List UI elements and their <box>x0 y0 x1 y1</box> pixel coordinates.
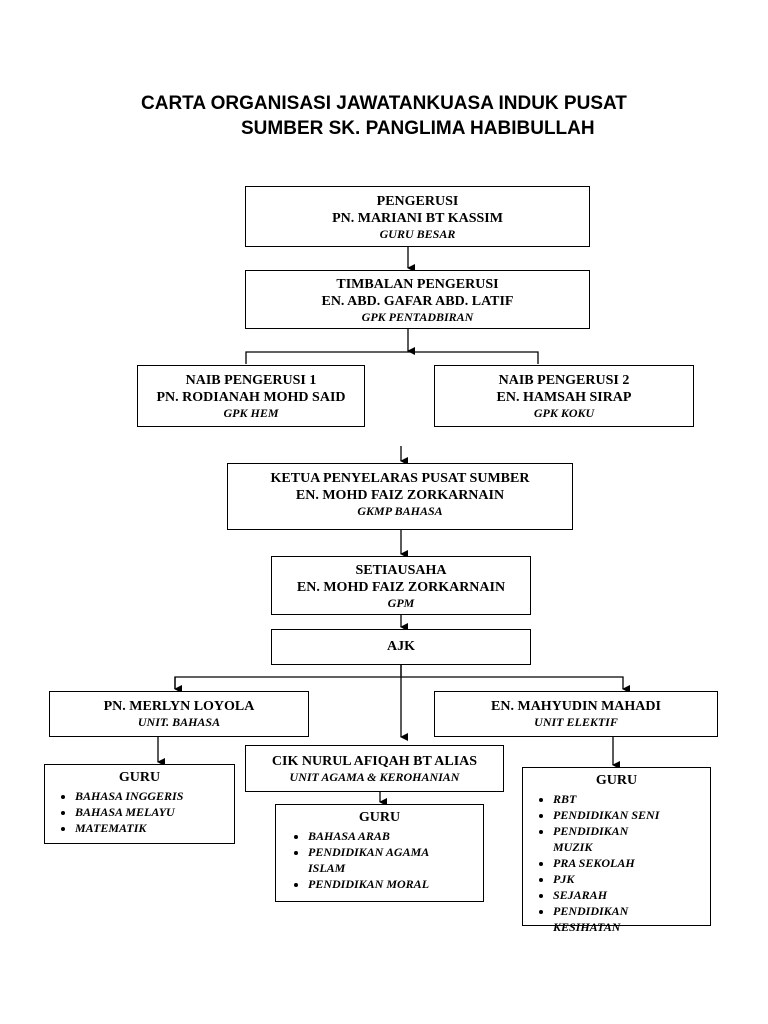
list-item: BAHASA ARAB <box>308 828 463 844</box>
unit-bahasa-label: UNIT. BAHASA <box>137 715 221 729</box>
guru-agama-list: BAHASA ARAB PENDIDIKAN AGAMA ISLAM PENDI… <box>276 828 483 892</box>
timbalan-post: GPK PENTADBIRAN <box>361 310 474 324</box>
ketua-penyelaras-box: KETUA PENYELARAS PUSAT SUMBER EN. MOHD F… <box>227 463 573 530</box>
unit-elektif-name: EN. MAHYUDIN MAHADI <box>491 699 661 714</box>
unit-bahasa-box: PN. MERLYN LOYOLA UNIT. BAHASA <box>49 691 309 737</box>
setiausaha-box: SETIAUSAHA EN. MOHD FAIZ ZORKARNAIN GPM <box>271 556 531 615</box>
naib2-role: NAIB PENGERUSI 2 <box>498 373 630 388</box>
guru-elektif-heading: GURU <box>595 773 638 788</box>
unit-agama-label: UNIT AGAMA & KEROHANIAN <box>289 770 460 784</box>
guru-elektif-box: GURU RBT PENDIDIKAN SENI PENDIDIKAN MUZI… <box>522 767 711 934</box>
guru-elektif-list: RBT PENDIDIKAN SENI PENDIDIKAN MUZIK PRA… <box>523 791 710 935</box>
naib-pengerusi-1-box: NAIB PENGERUSI 1 PN. RODIANAH MOHD SAID … <box>137 365 365 427</box>
list-item: BAHASA INGGERIS <box>75 788 234 804</box>
timbalan-name: EN. ABD. GAFAR ABD. LATIF <box>321 294 514 309</box>
pengerusi-post: GURU BESAR <box>379 227 456 241</box>
guru-agama-heading: GURU <box>358 810 401 825</box>
timbalan-role: TIMBALAN PENGERUSI <box>336 277 499 292</box>
list-item: PENDIDIKAN AGAMA ISLAM <box>308 844 463 876</box>
naib1-post: GPK HEM <box>223 406 279 420</box>
list-item: PENDIDIKAN SENI <box>553 807 670 823</box>
connector-unit-bracket <box>174 676 630 693</box>
list-item: PENDIDIKAN KESIHATAN <box>553 903 670 935</box>
list-item: PENDIDIKAN MORAL <box>308 876 463 892</box>
list-item: SEJARAH <box>553 887 670 903</box>
list-item: PJK <box>553 871 670 887</box>
list-item: RBT <box>553 791 670 807</box>
naib-pengerusi-2-box: NAIB PENGERUSI 2 EN. HAMSAH SIRAP GPK KO… <box>434 365 694 427</box>
setiausaha-post: GPM <box>387 596 415 610</box>
list-item: PRA SEKOLAH <box>553 855 670 871</box>
unit-agama-name: CIK NURUL AFIQAH BT ALIAS <box>271 754 478 769</box>
guru-bahasa-box: GURU BAHASA INGGERIS BAHASA MELAYU MATEM… <box>44 764 235 844</box>
pengerusi-role: PENGERUSI <box>376 194 459 209</box>
list-item: PENDIDIKAN MUZIK <box>553 823 670 855</box>
chart-title-line2: SUMBER SK. PANGLIMA HABIBULLAH <box>241 118 595 139</box>
guru-bahasa-list: BAHASA INGGERIS BAHASA MELAYU MATEMATIK <box>45 788 234 836</box>
timbalan-pengerusi-box: TIMBALAN PENGERUSI EN. ABD. GAFAR ABD. L… <box>245 270 590 329</box>
connector-naib-bracket <box>245 351 539 364</box>
ketua-role: KETUA PENYELARAS PUSAT SUMBER <box>270 471 530 486</box>
guru-agama-box: GURU BAHASA ARAB PENDIDIKAN AGAMA ISLAM … <box>275 804 484 902</box>
naib2-post: GPK KOKU <box>533 406 595 420</box>
naib1-role: NAIB PENGERUSI 1 <box>185 373 317 388</box>
ajk-label: AJK <box>387 639 415 654</box>
pengerusi-name: PN. MARIANI BT KASSIM <box>332 211 503 226</box>
ajk-box: AJK <box>271 629 531 665</box>
ketua-name: EN. MOHD FAIZ ZORKARNAIN <box>295 488 505 503</box>
unit-bahasa-name: PN. MERLYN LOYOLA <box>103 699 255 714</box>
list-item: MATEMATIK <box>75 820 234 836</box>
pengerusi-box: PENGERUSI PN. MARIANI BT KASSIM GURU BES… <box>245 186 590 247</box>
unit-elektif-box: EN. MAHYUDIN MAHADI UNIT ELEKTIF <box>434 691 718 737</box>
unit-elektif-label: UNIT ELEKTIF <box>534 715 618 729</box>
unit-agama-box: CIK NURUL AFIQAH BT ALIAS UNIT AGAMA & K… <box>245 745 504 792</box>
ketua-post: GKMP BAHASA <box>357 504 443 518</box>
list-item: BAHASA MELAYU <box>75 804 234 820</box>
naib2-name: EN. HAMSAH SIRAP <box>496 390 632 405</box>
setiausaha-role: SETIAUSAHA <box>355 563 447 578</box>
chart-title-line1: CARTA ORGANISASI JAWATANKUASA INDUK PUSA… <box>141 93 627 114</box>
guru-bahasa-heading: GURU <box>118 770 161 785</box>
setiausaha-name: EN. MOHD FAIZ ZORKARNAIN <box>296 580 506 595</box>
naib1-name: PN. RODIANAH MOHD SAID <box>156 390 346 405</box>
